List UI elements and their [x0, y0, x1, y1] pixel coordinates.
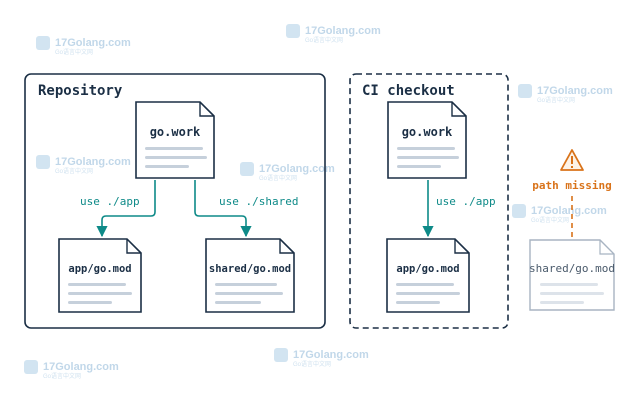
ci-go-work-label: go.work	[402, 125, 453, 139]
missing-path-group: path missing shared/go.mod	[529, 149, 615, 311]
go-work-file: go.work	[135, 101, 215, 179]
watermark-brand: 17Golang.com	[43, 361, 119, 373]
ci-checkout-panel: CI checkout go.work use ./app app/go.mod	[349, 73, 509, 329]
watermark-sub: Go语言中文网	[55, 48, 93, 56]
ci-go-work-file: go.work	[387, 101, 467, 179]
watermark-sub: Go语言中文网	[293, 360, 331, 368]
watermark-sub: Go语言中文网	[259, 174, 297, 182]
watermark-brand: 17Golang.com	[293, 349, 369, 361]
watermark-sub: Go语言中文网	[537, 96, 575, 104]
edge-use-shared	[194, 180, 252, 238]
shared-go-mod-label: shared/go.mod	[209, 263, 291, 275]
watermark-brand: 17Golang.com	[55, 37, 131, 49]
edge-use-app	[96, 180, 156, 238]
ci-app-go-mod-file: app/go.mod	[386, 238, 470, 313]
ci-checkout-title: CI checkout	[362, 83, 455, 99]
watermark: 17Golang.com Go语言中文网	[36, 155, 131, 175]
watermark-sub: Go语言中文网	[55, 167, 93, 175]
warning-icon	[560, 149, 584, 171]
shared-go-mod-file: shared/go.mod	[205, 238, 295, 313]
repository-title: Repository	[38, 83, 123, 99]
watermark: 17Golang.com Go语言中文网	[518, 84, 613, 104]
missing-shared-go-mod-file: shared/go.mod	[529, 239, 615, 311]
app-go-mod-label: app/go.mod	[68, 263, 131, 275]
repository-panel: Repository go.work use ./app use ./share…	[24, 73, 326, 329]
ci-app-go-mod-label: app/go.mod	[396, 263, 459, 275]
watermark: 17Golang.com Go语言中文网	[240, 162, 335, 182]
watermark-brand: 17Golang.com	[537, 85, 613, 97]
edge-label-use-app: use ./app	[80, 195, 140, 208]
watermark-sub: Go语言中文网	[531, 216, 569, 224]
edge-label-use-shared: use ./shared	[219, 195, 298, 208]
watermark: 17Golang.com Go语言中文网	[36, 36, 131, 56]
watermark: 17Golang.com Go语言中文网	[512, 204, 607, 224]
watermark: 17Golang.com Go语言中文网	[274, 348, 369, 368]
missing-shared-go-mod-label: shared/go.mod	[529, 262, 615, 275]
repository-frame	[24, 73, 326, 329]
watermark-brand: 17Golang.com	[531, 205, 607, 217]
watermark: 17Golang.com Go语言中文网	[24, 360, 119, 380]
path-missing-label: path missing	[532, 179, 611, 192]
watermark-sub: Go语言中文网	[43, 372, 81, 380]
watermark-sub: Go语言中文网	[305, 36, 343, 44]
watermark-brand: 17Golang.com	[259, 163, 335, 175]
watermark-brand: 17Golang.com	[55, 156, 131, 168]
go-work-label: go.work	[150, 125, 201, 139]
ci-edge-label: use ./app	[436, 195, 496, 208]
ci-checkout-frame	[349, 73, 509, 329]
watermark: 17Golang.com Go语言中文网	[286, 24, 381, 44]
watermark-brand: 17Golang.com	[305, 25, 381, 37]
app-go-mod-file: app/go.mod	[58, 238, 142, 313]
